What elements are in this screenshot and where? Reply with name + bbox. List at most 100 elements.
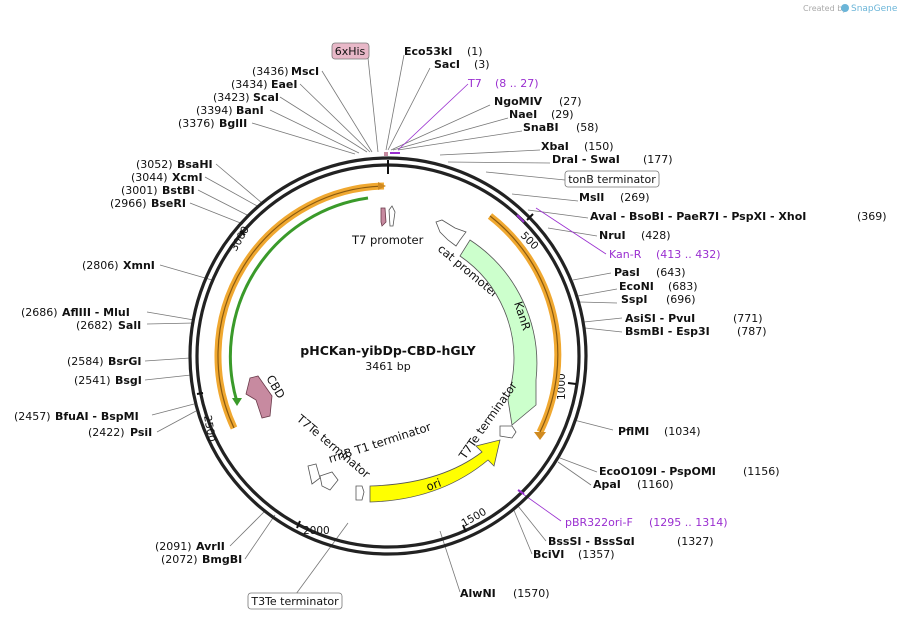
primer-labels: T7 (8 .. 27) Kan-R (413 .. 432) pBR322or… <box>467 77 728 529</box>
site-name: AvaI - BsoBI - PaeR7I - PspXI - XhoI <box>590 210 806 223</box>
orf-arc-left-head <box>378 182 386 190</box>
site-pos: (3436) <box>252 65 289 78</box>
site-name: ScaI <box>253 91 279 104</box>
site-pos: (27) <box>559 95 582 108</box>
watermark-brand: SnapGene <box>851 4 898 14</box>
site-pos: (643) <box>656 266 686 279</box>
site-name: SalI <box>118 319 141 332</box>
tick-label-3000: 3000 <box>228 224 252 253</box>
site-pos: (683) <box>668 280 698 293</box>
site-pos: (2806) <box>82 259 119 272</box>
site-pos: (369) <box>857 210 887 223</box>
primer-name: T7 <box>467 77 482 90</box>
site-name: XbaI <box>541 140 569 153</box>
tonb-label: tonB terminator <box>568 173 656 186</box>
site-pos: (3434) <box>231 78 268 91</box>
site-pos: (177) <box>643 153 673 166</box>
site-name: NgoMIV <box>494 95 543 108</box>
site-name: BseRI <box>151 197 186 210</box>
site-pos: (696) <box>666 293 696 306</box>
site-name: BciVI <box>533 548 564 561</box>
tick-label-2000: 2000 <box>303 525 330 537</box>
site-name: XmnI <box>123 259 155 272</box>
site-pos: (428) <box>641 229 671 242</box>
site-name: NaeI <box>509 108 537 121</box>
cbd-arrow <box>245 375 273 419</box>
orf-arc-right-core <box>489 215 559 433</box>
t3te-box <box>247 592 343 610</box>
primer-leaders <box>397 83 607 522</box>
site-pos: (3001) <box>121 184 158 197</box>
site-name: EcoNI <box>619 280 654 293</box>
kanr-arrow <box>459 239 538 426</box>
site-pos: (1570) <box>513 587 550 600</box>
site-pos: (2584) <box>67 355 104 368</box>
site-pos: (3) <box>474 58 490 71</box>
site-name: AlwNI <box>460 587 496 600</box>
t7-promoter-mark <box>380 207 387 227</box>
plasmid-name: pHCKan-yibDp-CBD-hGLY <box>300 343 476 358</box>
site-name: BmgBI <box>202 553 242 566</box>
his-tag-box <box>331 42 370 60</box>
site-pos: (2686) <box>21 306 58 319</box>
site-name: BstBI <box>162 184 195 197</box>
watermark-prefix: Created by <box>803 4 847 13</box>
site-pos: (3423) <box>213 91 250 104</box>
plasmid-length: 3461 bp <box>365 360 410 373</box>
site-pos: (1327) <box>677 535 714 548</box>
site-name: EaeI <box>271 78 298 91</box>
site-name: DraI - SwaI <box>552 153 620 166</box>
left-sites: (3436) MscI (3434) EaeI (3423) ScaI (339… <box>14 65 319 566</box>
site-pos: (1156) <box>743 465 780 478</box>
site-name: BsaHI <box>177 158 213 171</box>
site-pos: (2682) <box>76 319 113 332</box>
site-name: SnaBI <box>523 121 559 134</box>
site-name: AvrII <box>196 540 225 553</box>
site-name: BfuAI - BspMI <box>55 410 139 423</box>
rrnb-arrow-2 <box>319 471 339 491</box>
site-pos: (787) <box>737 325 767 338</box>
t7te-arrow-right <box>499 425 517 439</box>
site-pos: (3376) <box>178 117 215 130</box>
site-name: BssSI - BssSαI <box>548 535 635 548</box>
green-arc-head <box>232 398 242 406</box>
site-name: AsiSI - PvuI <box>625 312 695 325</box>
site-name: ApaI <box>593 478 621 491</box>
site-pos: (269) <box>620 191 650 204</box>
site-pos: (3052) <box>136 158 173 171</box>
orf-arc-right-head <box>534 432 546 440</box>
site-name: PflMI <box>618 425 649 438</box>
rrnb-arrow <box>355 485 365 501</box>
t7te-arrow-left <box>307 463 321 485</box>
site-name: MslI <box>579 191 604 204</box>
site-pos: (3044) <box>131 171 168 184</box>
green-arc <box>228 196 369 403</box>
backbone-outer <box>188 156 588 556</box>
tonb-box <box>564 170 660 188</box>
site-pos: (2966) <box>110 197 147 210</box>
cat-promoter-arrow <box>435 219 467 247</box>
site-pos: (2541) <box>74 374 111 387</box>
right-sites: Eco53kI (1) SacI (3) NgoMIV (27) NaeI (2… <box>404 45 887 600</box>
primer-name: Kan-R <box>609 248 642 261</box>
site-name: XcmI <box>172 171 203 184</box>
site-name: BsgI <box>115 374 142 387</box>
primer-mark-ori <box>517 489 525 495</box>
site-pos: (2422) <box>88 426 125 439</box>
leader-lines <box>144 54 623 595</box>
site-name: AflIII - MluI <box>62 306 130 319</box>
site-name: EcoO109I - PspOMI <box>599 465 716 478</box>
site-pos: (2091) <box>155 540 192 553</box>
site-name: BsrGI <box>108 355 141 368</box>
site-pos: (1) <box>467 45 483 58</box>
orf-arc-left-core <box>217 185 385 429</box>
primer-name: pBR322ori-F <box>565 516 633 529</box>
ori-label: ori <box>424 476 443 494</box>
primer-mark-kanr <box>516 214 525 223</box>
snapgene-logo-icon <box>841 4 849 12</box>
site-pos: (2072) <box>161 553 198 566</box>
site-pos: (3394) <box>196 104 233 117</box>
site-name: PasI <box>614 266 640 279</box>
tick-label-2500: 2500 <box>201 414 217 442</box>
